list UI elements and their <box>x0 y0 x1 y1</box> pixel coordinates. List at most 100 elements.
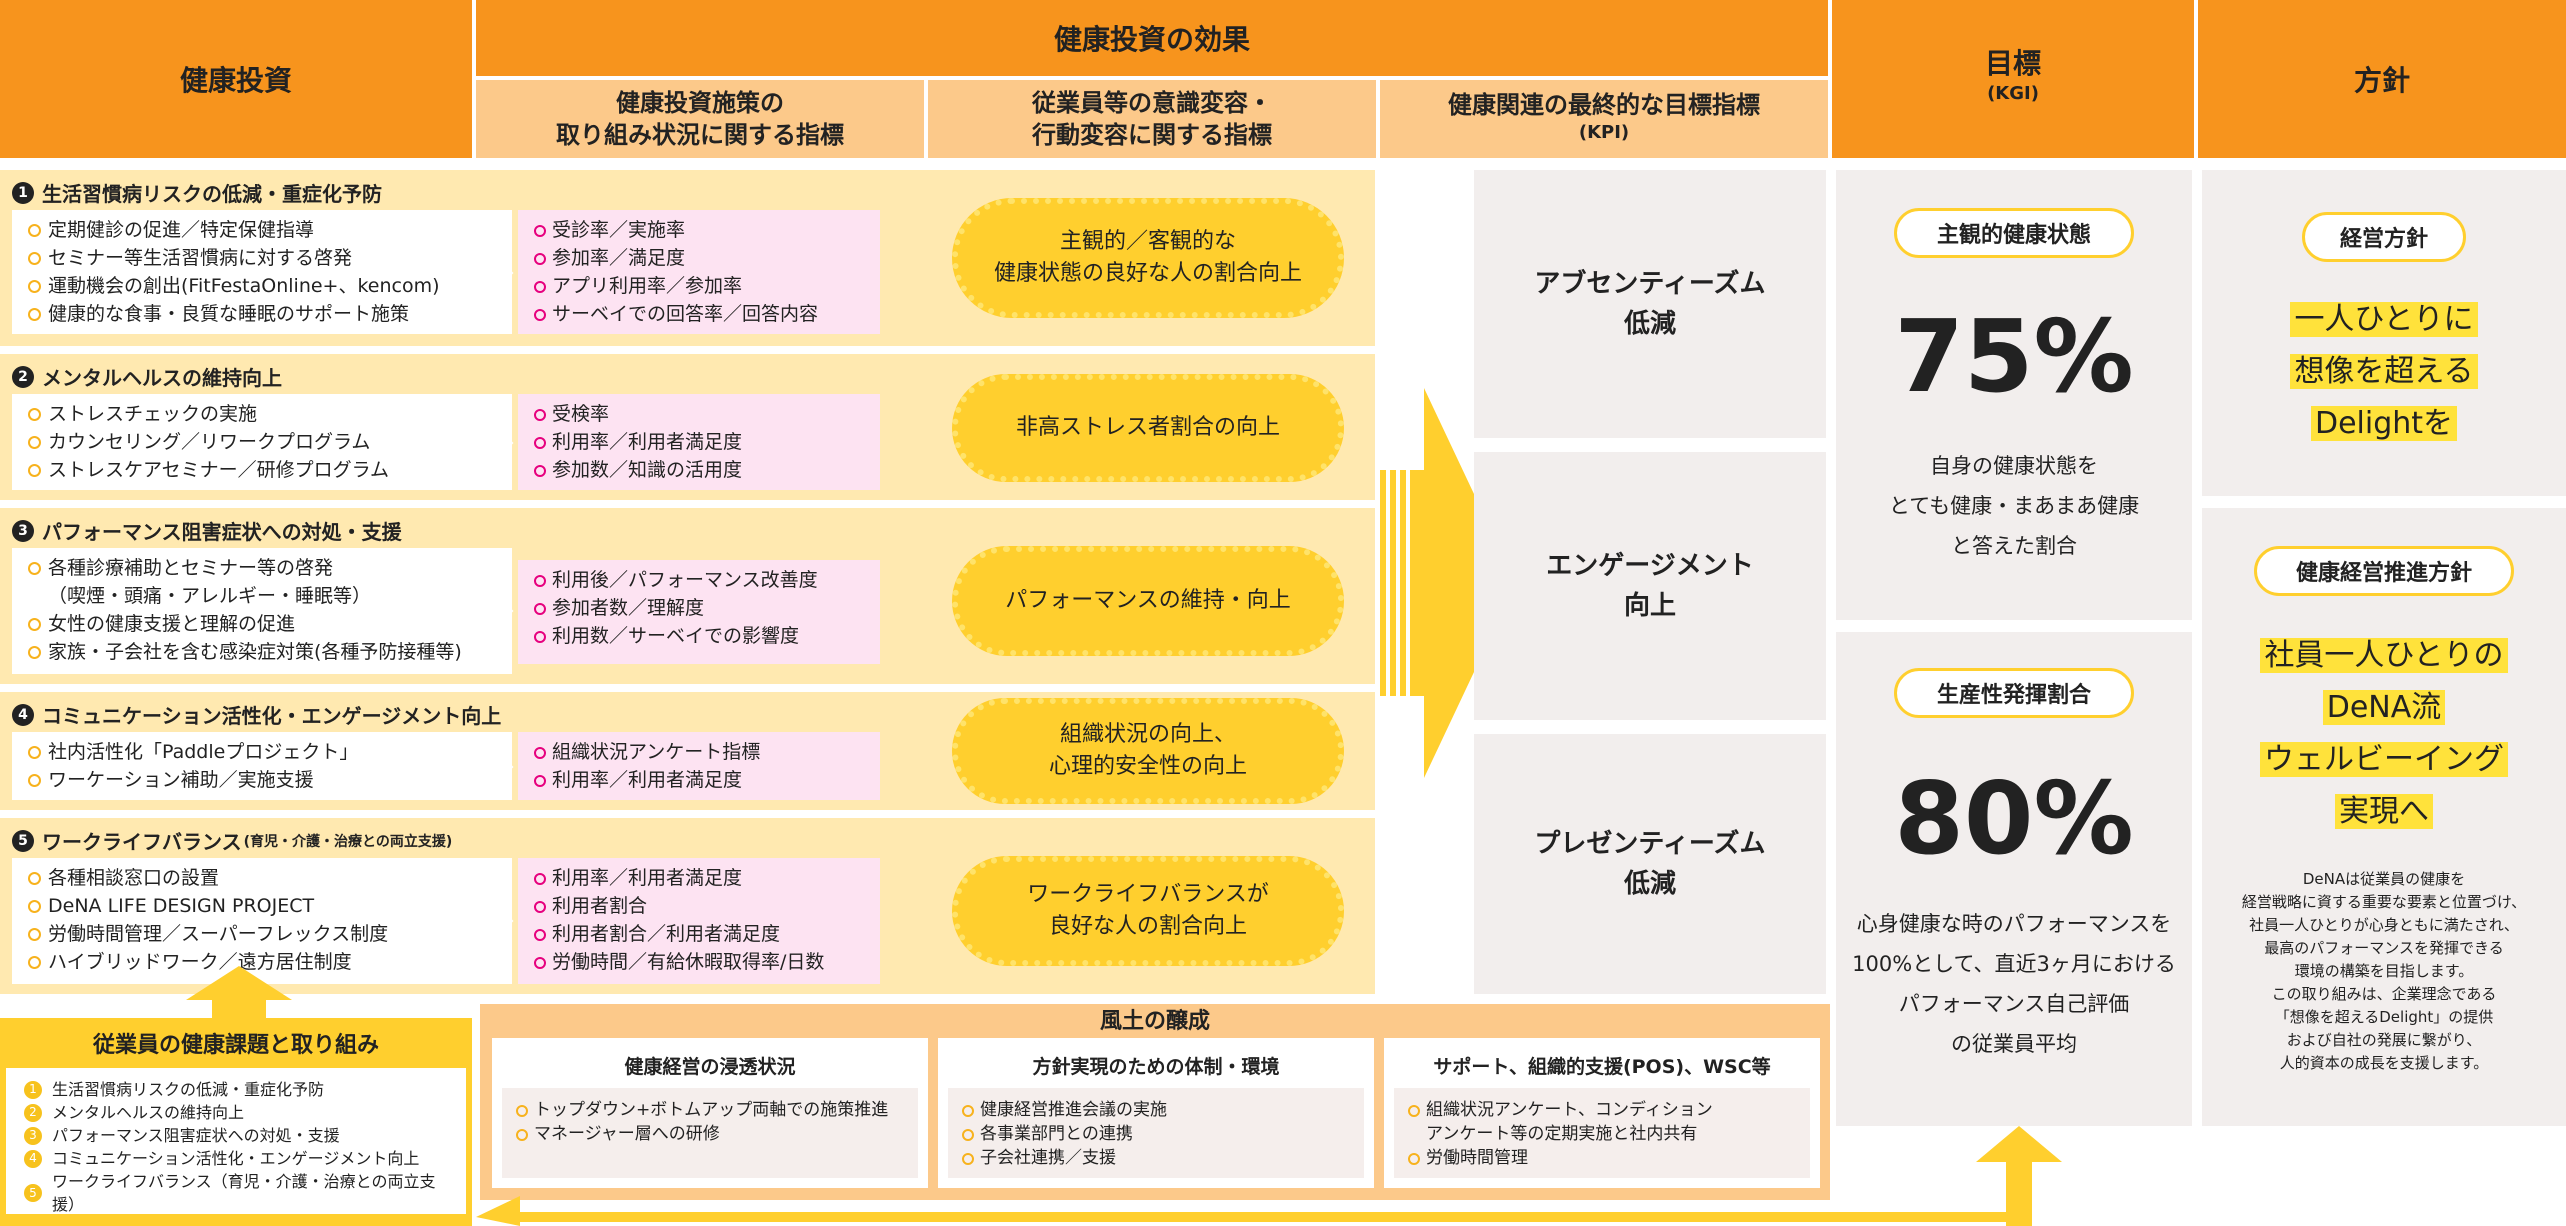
measure-item: 女性の健康支援と理解の促進 <box>26 610 498 638</box>
indicator-item: 組織状況アンケート指標 <box>532 738 866 766</box>
kgi-tag: 主観的健康状態 <box>1894 208 2134 258</box>
policy-line-text: DeNA流 <box>2322 690 2446 725</box>
measure-item: 運動機会の創出(FitFestaOnline+、kencom) <box>26 272 498 300</box>
section-title-label: コミュニケーション活性化・エンゲージメント向上 <box>42 704 502 728</box>
indicator-item: アプリ利用率／参加率 <box>532 272 866 300</box>
indicator-item: 参加数／知識の活用度 <box>532 456 866 484</box>
issue-number-icon: 1 <box>24 1080 42 1099</box>
header-kpi: 健康関連の最終的な目標指標 (KPI) <box>1380 80 1828 158</box>
policy-tag: 健康経営推進方針 <box>2254 546 2514 596</box>
measure-item: 社内活性化「Paddleプロジェクト」 <box>26 738 498 766</box>
outcome-pill: ワークライフバランスが 良好な人の割合向上 <box>952 856 1344 966</box>
section-title: 5 ワークライフバランス(育児・介護・治療との両立支援) <box>12 826 452 855</box>
indicator-item: 利用数／サーベイでの影響度 <box>532 622 866 650</box>
policy-line: ウェルビーイング <box>2202 734 2566 786</box>
outcome-pill: 非高ストレス者割合の向上 <box>952 374 1344 482</box>
issues-box: 従業員の健康課題と取り組み 1 生活習慣病リスクの低減・重症化予防 2 メンタルヘル… <box>0 1018 472 1226</box>
policy-line-text: ウェルビーイング <box>2260 742 2508 777</box>
culture-col-system: 方針実現のための体制・環境 健康経営推進会議の実施 各事業部門との連携 子会社連… <box>938 1038 1374 1188</box>
measure-item: 定期健診の促進／特定保健指導 <box>26 216 498 244</box>
measure-item: セミナー等生活習慣病に対する啓発 <box>26 244 498 272</box>
issue-item: 2 メンタルヘルスの維持向上 <box>24 1101 448 1124</box>
issue-number-icon: 5 <box>24 1184 42 1202</box>
section-title-label: パフォーマンス阻害症状への対処・支援 <box>42 520 402 544</box>
outcome-pill: 組織状況の向上、 心理的安全性の向上 <box>952 698 1344 804</box>
header-goal: 目標 (KGI) <box>1832 0 2194 158</box>
measure-item: DeNA LIFE DESIGN PROJECT <box>26 892 498 920</box>
indicator-box: 利用後／パフォーマンス改善度 参加者数／理解度 利用数／サーベイでの影響度 <box>518 560 880 664</box>
kpi-absenteeism: アブセンティーズム 低減 <box>1474 170 1826 438</box>
indicator-item: 参加率／満足度 <box>532 244 866 272</box>
culture-item: 労働時間管理 <box>1406 1146 1798 1170</box>
section-title: 4 コミュニケーション活性化・エンゲージメント向上 <box>12 700 501 729</box>
section-number: 5 <box>12 829 34 852</box>
policy-line-text: 社員一人ひとりの <box>2260 638 2508 673</box>
indicator-item: 労働時間／有給休暇取得率/日数 <box>532 948 866 976</box>
culture-col-head: 方針実現のための体制・環境 <box>1032 1056 1280 1078</box>
kgi-subjective-health: 主観的健康状態 75% 自身の健康状態を とても健康・まあまあ健康 と答えた割合 <box>1836 170 2192 620</box>
kgi-productivity: 生産性発揮割合 80% 心身健康な時のパフォーマンスを 100%として、直近3ヶ… <box>1836 632 2192 1126</box>
header-investment: 健康投資 <box>0 0 472 158</box>
header-goal-label: 目標 <box>1984 47 2041 80</box>
kgi-tag: 生産性発揮割合 <box>1894 668 2134 718</box>
measures-box: 社内活性化「Paddleプロジェクト」 ワーケーション補助／実施支援 <box>12 732 512 800</box>
section-1: 1 生活習慣病リスクの低減・重症化予防 定期健診の促進／特定保健指導 セミナー等生… <box>0 170 1375 346</box>
policy-line: 一人ひとりに <box>2202 294 2566 346</box>
policy-line: 実現へ <box>2202 786 2566 838</box>
indicator-item: サーベイでの回答率／回答内容 <box>532 300 866 328</box>
section-title-sub: (育児・介護・治療との両立支援) <box>243 833 453 850</box>
measure-item: 各種相談窓口の設置 <box>26 864 498 892</box>
header-awareness: 従業員等の意識変容・ 行動変容に関する指標 <box>928 80 1376 158</box>
section-title-label: 生活習慣病リスクの低減・重症化予防 <box>42 182 382 206</box>
issue-label: メンタルヘルスの維持向上 <box>52 1103 245 1122</box>
kgi-value: 80% <box>1894 760 2134 877</box>
section-number: 4 <box>12 703 34 726</box>
section-4: 4 コミュニケーション活性化・エンゲージメント向上 社内活性化「Paddleプロジ… <box>0 692 1375 810</box>
kpi-engagement: エンゲージメント 向上 <box>1474 452 1826 720</box>
measure-item: カウンセリング／リワークプログラム <box>26 428 498 456</box>
issue-item: 5 ワークライフバランス（育児・介護・治療との両立支援） <box>24 1170 448 1216</box>
header-goal-sub: (KGI) <box>1987 83 2039 104</box>
policy-line: 社員一人ひとりの <box>2202 630 2566 682</box>
issue-label: 生活習慣病リスクの低減・重症化予防 <box>52 1080 325 1099</box>
measures-box: 定期健診の促進／特定保健指導 セミナー等生活習慣病に対する啓発 運動機会の創出(… <box>12 210 512 334</box>
indicator-item: 受検率 <box>532 400 866 428</box>
policy-line-text: Delightを <box>2310 406 2458 441</box>
measure-item: ハイブリッドワーク／遠方居住制度 <box>26 948 498 976</box>
issue-item: 1 生活習慣病リスクの低減・重症化予防 <box>24 1078 448 1101</box>
header-measures: 健康投資施策の 取り組み状況に関する指標 <box>476 80 924 158</box>
issue-label: ワークライフバランス（育児・介護・治療との両立支援） <box>52 1172 436 1214</box>
header-kpi-sub: (KPI) <box>1578 122 1630 143</box>
culture-col-head: 健康経営の浸透状況 <box>624 1056 796 1078</box>
loop-arrow-icon <box>476 1126 2062 1226</box>
measure-item: 健康的な食事・良質な睡眠のサポート施策 <box>26 300 498 328</box>
arrow-right-icon <box>1380 388 1516 778</box>
kgi-description: 心身健康な時のパフォーマンスを 100%として、直近3ヶ月における パフォーマン… <box>1852 912 2176 1056</box>
indicator-item: 利用者割合／利用者満足度 <box>532 920 866 948</box>
indicator-item: 利用者割合 <box>532 892 866 920</box>
policy-line-text: 想像を超える <box>2290 354 2478 389</box>
issue-number-icon: 2 <box>24 1103 42 1122</box>
policy-tag: 経営方針 <box>2302 212 2466 262</box>
section-number: 1 <box>12 181 34 204</box>
header-kpi-label: 健康関連の最終的な目標指標 <box>1448 91 1760 119</box>
section-title-label: ワークライフバランス <box>42 830 242 854</box>
section-5: 5 ワークライフバランス(育児・介護・治療との両立支援) 各種相談窓口の設置 De… <box>0 818 1375 994</box>
issue-number-icon: 3 <box>24 1126 42 1145</box>
culture-col-list: 健康経営推進会議の実施 各事業部門との連携 子会社連携／支援 <box>948 1088 1364 1178</box>
culture-item: 健康経営推進会議の実施 <box>960 1098 1352 1122</box>
issues-list: 1 生活習慣病リスクの低減・重症化予防 2 メンタルヘルスの維持向上 3 パフォーマン… <box>6 1068 466 1214</box>
indicator-item: 受診率／実施率 <box>532 216 866 244</box>
issue-item: 3 パフォーマンス阻害症状への対処・支援 <box>24 1124 448 1147</box>
measure-item: 家族・子会社を含む感染症対策(各種予防接種等) <box>26 638 498 666</box>
issue-label: コミュニケーション活性化・エンゲージメント向上 <box>52 1149 420 1168</box>
indicator-item: 利用率／利用者満足度 <box>532 428 866 456</box>
measures-box: 各種相談窓口の設置 DeNA LIFE DESIGN PROJECT 労働時間管… <box>12 858 512 984</box>
policy-line: DeNA流 <box>2202 682 2566 734</box>
issues-title: 従業員の健康課題と取り組み <box>92 1033 379 1058</box>
section-number: 3 <box>12 519 34 542</box>
kgi-description: 自身の健康状態を とても健康・まあまあ健康 と答えた割合 <box>1888 454 2140 558</box>
issue-label: パフォーマンス阻害症状への対処・支援 <box>52 1126 340 1145</box>
policy-line: 想像を超える <box>2202 346 2566 398</box>
